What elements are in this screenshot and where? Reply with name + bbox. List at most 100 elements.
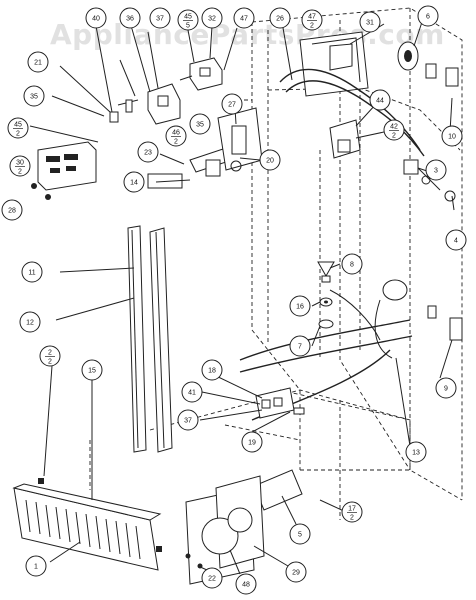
callout-circle: [177, 9, 199, 31]
callout-circle: [7, 117, 29, 139]
callout-label-bottom: 2: [350, 515, 354, 522]
cabinet-outline: [89, 7, 463, 520]
callout-42-2: 422: [383, 119, 405, 141]
callout-label: 32: [208, 16, 216, 23]
callout-label-top: 45: [14, 122, 22, 129]
callout-4: 4: [445, 229, 467, 251]
callout-label: 8: [350, 262, 354, 269]
callout-circle: [289, 523, 311, 545]
callout-circle: [149, 7, 171, 29]
callout-label: 35: [196, 122, 204, 129]
callout-label: 28: [8, 208, 16, 215]
callout-label: 35: [30, 94, 38, 101]
callout-16: 16: [289, 295, 311, 317]
callout-circle: [123, 171, 145, 193]
callout-label-bottom: 2: [310, 23, 314, 30]
callout-26: 26: [269, 7, 291, 29]
light-shield: [329, 119, 361, 159]
callout-32: 32: [201, 7, 223, 29]
callout-13: 13: [405, 441, 427, 463]
callout-10: 10: [441, 125, 463, 147]
callout-circle: [441, 125, 463, 147]
callout-47a: 47: [233, 7, 255, 29]
callout-label-top: 17: [348, 506, 356, 513]
callout-label: 40: [92, 16, 100, 23]
callout-label: 47: [240, 16, 248, 23]
callout-label: 31: [366, 20, 374, 27]
callout-circle: [21, 261, 43, 283]
callout-label: 16: [296, 304, 304, 311]
callout-label-top: 47: [308, 14, 316, 21]
callout-label-top: 30: [16, 160, 24, 167]
callout-label: 9: [444, 386, 448, 393]
callout-2-2: 22: [39, 345, 61, 367]
callout-circle: [165, 125, 187, 147]
callout-45-5: 455: [177, 9, 199, 31]
callout-label: 11: [28, 270, 35, 277]
callout-label: 5: [298, 532, 302, 539]
callout-circle: [201, 567, 223, 589]
callout-circle: [369, 89, 391, 111]
callout-circle: [19, 311, 41, 333]
callout-label: 20: [266, 158, 274, 165]
callout-circle: [9, 155, 31, 177]
callout-label: 4: [454, 238, 458, 245]
callout-41: 41: [181, 381, 203, 403]
callout-label: 15: [88, 368, 96, 375]
callout-3: 3: [425, 159, 447, 181]
damper-assembly: [147, 107, 263, 189]
callout-29: 29: [285, 561, 307, 583]
callout-19: 19: [241, 431, 263, 453]
callout-circle: [85, 7, 107, 29]
callout-label: 12: [26, 320, 34, 327]
callout-label-top: 45: [184, 14, 192, 21]
callout-label: 37: [184, 418, 192, 425]
callout-circle: [1, 199, 23, 221]
callout-23: 23: [137, 141, 159, 163]
callout-circle: [285, 561, 307, 583]
callout-label: 1: [34, 564, 38, 571]
callout-46-2: 462: [165, 125, 187, 147]
callout-circle: [341, 253, 363, 275]
callout-1: 1: [25, 555, 47, 577]
callout-label: 14: [130, 180, 138, 187]
callout-27: 27: [221, 93, 243, 115]
callout-45-2: 452: [7, 117, 29, 139]
damper-bracket: [109, 31, 181, 125]
callout-label: 3: [434, 168, 438, 175]
callout-circle: [233, 7, 255, 29]
callout-7: 7: [289, 335, 311, 357]
callout-30-2: 302: [9, 155, 31, 177]
callout-circle: [289, 295, 311, 317]
callout-circle: [201, 359, 223, 381]
callout-circle: [181, 381, 203, 403]
callout-circle: [23, 85, 45, 107]
callout-label-bottom: 2: [16, 131, 20, 138]
callout-8: 8: [341, 253, 363, 275]
callout-circle: [27, 51, 49, 73]
callout-circle: [405, 441, 427, 463]
callout-48: 48: [235, 573, 257, 595]
callout-36: 36: [119, 7, 141, 29]
callout-label-bottom: 2: [18, 169, 22, 176]
callout-label-top: 46: [172, 130, 180, 137]
callout-circle: [269, 7, 291, 29]
callout-circle: [383, 119, 405, 141]
callout-label: 48: [242, 582, 250, 589]
callout-circle: [81, 359, 103, 381]
callout-label: 26: [276, 16, 284, 23]
callout-label: 13: [412, 450, 420, 457]
callout-circle: [39, 345, 61, 367]
base-grille: [12, 478, 162, 571]
callout-circle: [301, 9, 323, 31]
callout-circle: [359, 11, 381, 33]
callout-circle: [119, 7, 141, 29]
callout-label: 37: [156, 16, 164, 23]
drain-parts: [317, 261, 335, 329]
callout-label-bottom: 5: [186, 23, 190, 30]
callout-label: 21: [34, 60, 42, 67]
callout-28: 28: [1, 199, 23, 221]
callout-11: 11: [21, 261, 43, 283]
callout-5: 5: [289, 523, 311, 545]
fan-motor: [397, 41, 459, 87]
